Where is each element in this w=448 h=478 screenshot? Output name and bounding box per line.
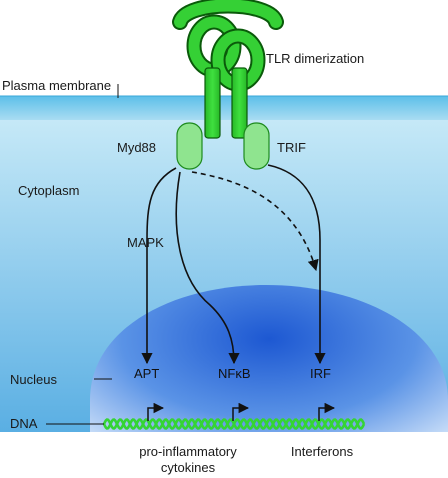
transcription-arrow-nfkb xyxy=(232,402,250,421)
label-cytoplasm: Cytoplasm xyxy=(18,183,79,198)
label-interferons: Interferons xyxy=(291,444,354,459)
trif-adaptor xyxy=(243,122,270,170)
transcription-arrow-irf xyxy=(318,402,336,421)
myd88-adaptor xyxy=(176,122,203,170)
label-myd88: Myd88 xyxy=(117,140,156,155)
label-mapk: MAPK xyxy=(127,235,164,250)
label-nucleus: Nucleus xyxy=(10,372,57,387)
label-irf: IRF xyxy=(310,366,331,381)
label-nfkb: NFκB xyxy=(218,366,251,381)
arrow-myd88-to-apt xyxy=(141,167,177,365)
label-trif: TRIF xyxy=(277,140,306,155)
label-apt: APT xyxy=(134,366,159,381)
plasma-membrane xyxy=(0,96,448,120)
nucleus-region xyxy=(90,285,448,478)
label-dna: DNA xyxy=(10,416,38,431)
label-pro-inflammatory-line1: pro-inflammatory xyxy=(139,444,237,459)
tlr-receptor-icon xyxy=(172,0,284,139)
arrow-myd88-to-nfkb xyxy=(175,171,240,365)
label-tlr-dimerization: TLR dimerization xyxy=(266,51,364,66)
transcription-arrow-apt xyxy=(147,402,165,421)
label-pro-inflammatory-line2: cytokines xyxy=(161,460,216,475)
bottom-area xyxy=(0,432,448,478)
label-plasma-membrane: Plasma membrane xyxy=(2,78,111,93)
arrow-trif-to-irf xyxy=(267,164,326,365)
